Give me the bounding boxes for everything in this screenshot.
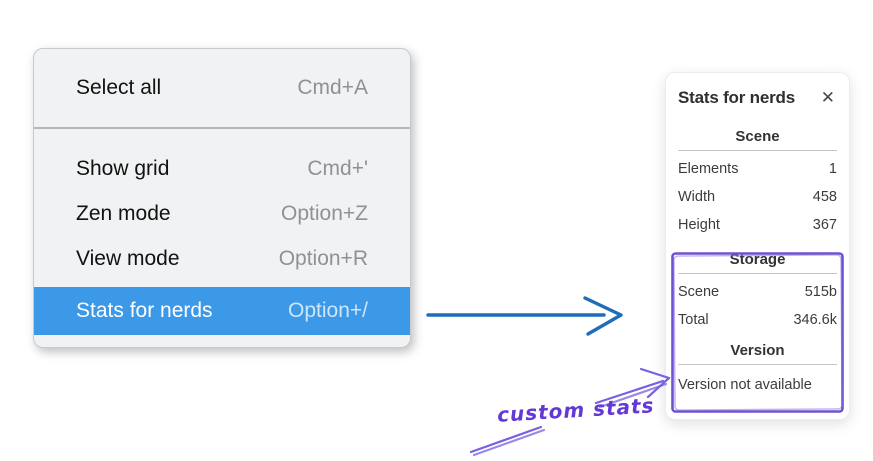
stat-value: 346.6k (793, 312, 837, 328)
stat-row-total-size: Total 346.6k (678, 306, 837, 334)
menu-divider (34, 127, 410, 129)
stat-label: Elements (678, 161, 739, 177)
divider (678, 273, 837, 274)
menu-group: Show grid Cmd+' Zen mode Option+Z View m… (34, 129, 410, 335)
section-heading-storage: Storage (729, 251, 786, 268)
stat-label: Total (678, 312, 709, 328)
stats-panel-title: Stats for nerds (678, 88, 795, 107)
stat-label: Height (678, 217, 720, 233)
stat-value: 458 (812, 189, 837, 205)
section-heading-version: Version (730, 342, 785, 359)
custom-stats-arrow-tail (469, 425, 546, 457)
menu-item-select-all[interactable]: Select all Cmd+A (34, 49, 410, 127)
menu-item-shortcut: Option+Z (281, 201, 368, 225)
stat-value: 1 (828, 161, 837, 177)
menu-item-label: Show grid (76, 156, 170, 180)
section-heading-scene: Scene (735, 128, 780, 145)
menu-item-label: Select all (76, 76, 162, 99)
menu-item-zen-mode[interactable]: Zen mode Option+Z (34, 191, 410, 236)
divider (678, 150, 837, 151)
menu-item-stats-for-nerds[interactable]: Stats for nerds Option+/ (34, 287, 410, 335)
stat-value: 367 (812, 217, 837, 233)
menu-item-label: Stats for nerds (76, 299, 213, 322)
menu-item-label: View mode (76, 246, 180, 270)
context-menu: Select all Cmd+A Show grid Cmd+' Zen mod… (33, 48, 411, 348)
menu-item-label: Zen mode (76, 201, 171, 225)
close-icon[interactable]: ✕ (820, 87, 835, 108)
divider (678, 364, 837, 365)
stat-label: Scene (678, 284, 720, 300)
menu-item-shortcut: Option+R (278, 246, 368, 270)
menu-item-view-mode[interactable]: View mode Option+R (34, 236, 410, 281)
stat-row-width: Width 458 (678, 183, 837, 211)
stat-label: Width (678, 189, 716, 205)
stat-row-scene-size: Scene 515b (678, 278, 837, 306)
menu-item-show-grid[interactable]: Show grid Cmd+' (34, 146, 410, 191)
menu-item-shortcut: Cmd+' (307, 156, 368, 180)
menu-item-shortcut: Cmd+A (297, 76, 368, 99)
version-note: Version not available (678, 377, 812, 393)
stat-row-elements: Elements 1 (678, 155, 837, 183)
stat-row-height: Height 367 (678, 211, 837, 239)
custom-stats-annotation-label: custom stats (496, 393, 656, 427)
stats-panel-header: Stats for nerds ✕ (678, 86, 837, 110)
menu-item-shortcut: Option+/ (288, 299, 368, 322)
stats-panel: Stats for nerds ✕ Scene Elements 1 Width… (665, 72, 850, 420)
menu-to-panel-arrow (426, 296, 623, 336)
stat-value: 515b (804, 284, 837, 300)
